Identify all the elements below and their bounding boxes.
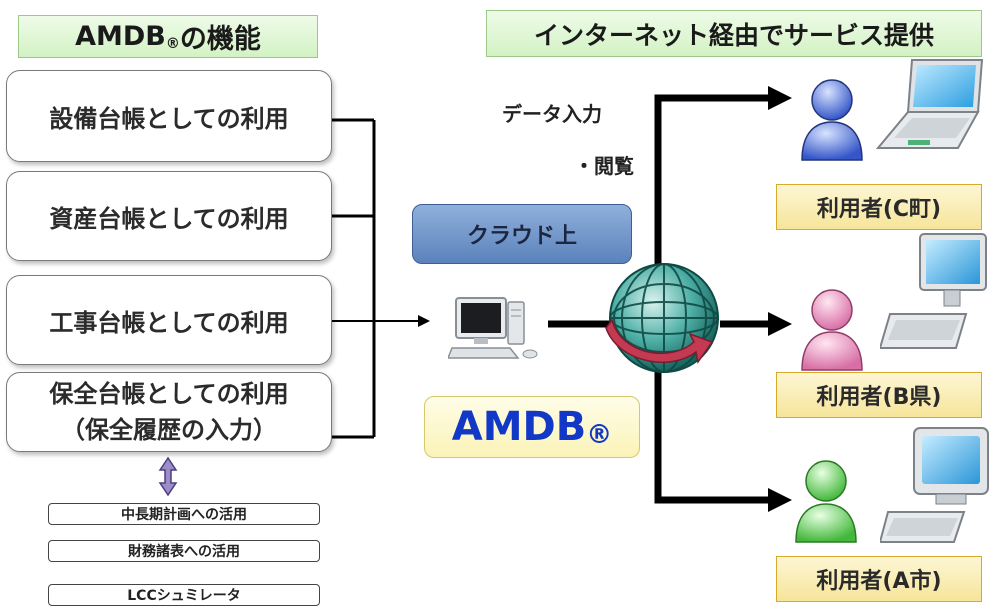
right-title: インターネット経由でサービス提供 (486, 10, 982, 57)
user-label-c-town: 利用者(C町) (776, 184, 982, 230)
sub-use-financial-statements: 財務諸表への活用 (48, 540, 320, 562)
user-icon-b-prefecture (801, 289, 863, 371)
sub-use-label: 財務諸表への活用 (128, 544, 240, 560)
function-box-equipment: 設備台帳としての利用 (6, 70, 332, 162)
laptop-icon (875, 59, 984, 149)
function-sublabel: （保全履歴の入力） (61, 416, 277, 444)
sub-use-label: 中長期計画への活用 (121, 507, 247, 523)
browse-label: ・閲覧 (574, 150, 634, 179)
sub-use-label: LCCシュミレータ (127, 588, 241, 604)
desktop-computer-icon (448, 297, 538, 359)
amdb-logo-mark: ® (586, 420, 613, 450)
amdb-logo-box: AMDB ® (424, 396, 640, 458)
user-icon-c-town (801, 79, 863, 161)
data-input-line2: ・閲覧 (574, 154, 634, 178)
user-icon-a-city (795, 460, 857, 543)
user-label-text: 利用者(B県) (816, 385, 942, 410)
arrow-to-user-b (768, 312, 792, 336)
function-label: 保全台帳としての利用 (49, 380, 289, 408)
left-title-main: AMDB (75, 21, 166, 52)
user-label-text: 利用者(C町) (816, 197, 942, 222)
arrow-to-user-c (768, 86, 792, 110)
data-input-line1: データ入力 (502, 102, 602, 126)
left-title: AMDB ® の機能 (18, 15, 318, 58)
data-input-label: データ入力 (502, 98, 602, 127)
user-label-text: 利用者(A市) (816, 569, 942, 594)
rotation-arrow-icon (605, 318, 714, 364)
function-label: 設備台帳としての利用 (49, 104, 289, 133)
up-down-arrow-icon (158, 456, 178, 497)
left-title-suffix: の機能 (179, 24, 261, 55)
arrow-to-user-a (768, 488, 792, 512)
globe-icon (605, 263, 719, 373)
amdb-logo-text: AMDB (451, 404, 587, 450)
cloud-box: クラウド上 (412, 204, 632, 264)
user-label-b-prefecture: 利用者(B県) (776, 372, 982, 418)
sub-use-long-term-plan: 中長期計画への活用 (48, 503, 320, 525)
function-box-maintenance: 保全台帳としての利用 （保全履歴の入力） (6, 372, 332, 452)
desktop-monitor-icon (880, 233, 987, 349)
function-label: 工事台帳としての利用 (49, 308, 289, 337)
crt-computer-icon (880, 427, 989, 543)
right-title-text: インターネット経由でサービス提供 (533, 20, 934, 50)
cloud-label: クラウド上 (466, 224, 577, 249)
function-label: 資産台帳としての利用 (49, 204, 289, 233)
function-box-construction: 工事台帳としての利用 (6, 275, 332, 365)
functions-bracket (332, 118, 376, 439)
function-box-asset: 資産台帳としての利用 (6, 171, 332, 261)
user-label-a-city: 利用者(A市) (776, 556, 982, 602)
registered-mark: ® (165, 35, 180, 52)
sub-use-lcc-simulator: LCCシュミレータ (48, 584, 320, 606)
